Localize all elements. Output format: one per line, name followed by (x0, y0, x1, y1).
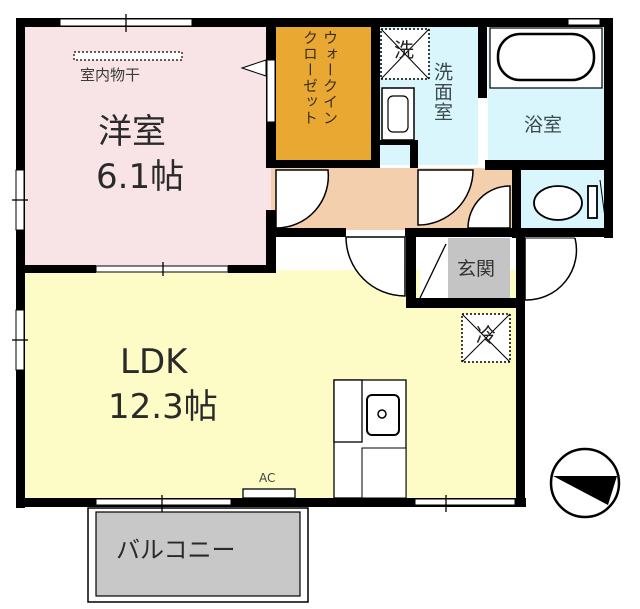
balcony-inner (95, 511, 301, 597)
kitchen-gap (344, 452, 352, 496)
western-room-name: 洋室 (98, 112, 166, 152)
western-room-fill (24, 24, 271, 270)
bathtub-icon (496, 32, 596, 82)
entrance-label: 玄関 (457, 258, 496, 280)
western-room-size: 6.1帖 (96, 157, 185, 197)
fridge-symbol: 冷 (476, 323, 496, 347)
indoor-drying-rack-icon (73, 51, 183, 61)
ldk-size: 12.3帖 (108, 387, 218, 427)
washer-symbol: 洗 (394, 38, 414, 62)
ac-label: AC (259, 471, 276, 485)
washbasin-bowl (387, 95, 409, 133)
walk-in-closet-label-2: クローゼット (301, 30, 319, 126)
ldk-name: LDK (120, 342, 188, 382)
walk-in-closet-label-1: ウォークイン (321, 30, 339, 126)
toilet-icon (533, 185, 583, 221)
indoor-drying-label: 室内物干 (80, 66, 141, 84)
doors (275, 169, 578, 301)
ldk-fill (24, 270, 524, 500)
walk-in-closet-fill (276, 27, 371, 160)
washroom-label: 洗面室 (431, 62, 453, 122)
toilet-tank (587, 185, 598, 219)
window-ticks (12, 14, 447, 512)
closet-marker-icon (240, 59, 267, 77)
compass-north-arrow-icon (549, 447, 621, 519)
bathroom-label: 浴室 (524, 114, 563, 136)
ac-unit-icon (242, 488, 296, 499)
entrance-fill (448, 238, 510, 298)
balcony-label: バルコニー (116, 536, 236, 564)
